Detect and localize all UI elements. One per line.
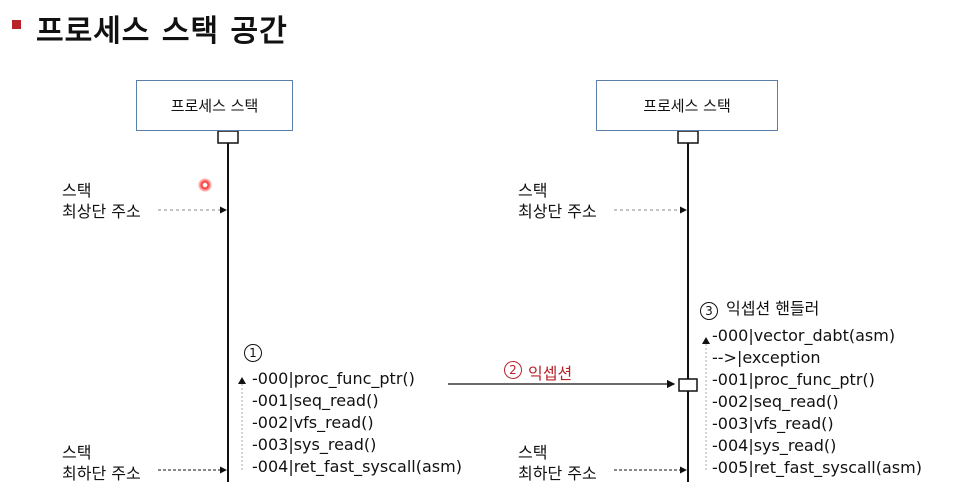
left-frame: -004|ret_fast_syscall(asm) <box>252 457 462 476</box>
left-process-stack-label: 프로세스 스택 <box>170 97 259 115</box>
laser-pointer-dot <box>198 178 212 192</box>
right-top-address-line1: 스택 <box>518 181 548 200</box>
right-frame: -002|seq_read() <box>712 392 839 411</box>
page-title: 프로세스 스택 공간 <box>36 14 288 49</box>
left-frame: -002|vfs_read() <box>252 413 374 432</box>
right-exception-frame-box <box>678 378 698 392</box>
right-call-stack: -000|vector_dabt(asm) -->|exception -001… <box>712 325 922 479</box>
right-frame: -004|sys_read() <box>712 436 837 455</box>
step-2-marker: 2 <box>504 361 522 379</box>
left-frame: -000|proc_func_ptr() <box>252 369 415 388</box>
right-bottom-address-line1: 스택 <box>518 443 548 462</box>
exception-label: 익셉션 <box>528 364 573 383</box>
step-3-marker: 3 <box>700 302 718 320</box>
title-bullet <box>12 20 21 29</box>
left-frame: -001|seq_read() <box>252 391 379 410</box>
right-frames-up-arrow <box>702 337 710 344</box>
left-top-address-line2: 최상단 주소 <box>62 202 141 221</box>
right-bottom-address-label: 스택 최하단 주소 <box>518 442 597 484</box>
right-process-stack-label: 프로세스 스택 <box>643 97 731 115</box>
right-top-address-label: 스택 최상단 주소 <box>518 180 597 222</box>
right-frame: -001|proc_func_ptr() <box>712 370 875 389</box>
right-frame: -005|ret_fast_syscall(asm) <box>712 458 922 477</box>
right-bottom-address-line2: 최하단 주소 <box>518 464 597 483</box>
left-process-stack-box: 프로세스 스택 <box>136 80 293 131</box>
left-frames-up-arrow <box>238 377 246 384</box>
right-top-address-line2: 최상단 주소 <box>518 202 597 221</box>
left-frame: -003|sys_read() <box>252 435 377 454</box>
left-top-address-line1: 스택 <box>62 181 92 200</box>
right-process-stack-box: 프로세스 스택 <box>596 80 778 131</box>
left-call-stack: -000|proc_func_ptr() -001|seq_read() -00… <box>252 368 462 478</box>
left-bottom-address-line2: 최하단 주소 <box>62 464 141 483</box>
right-stack-pointer-box <box>677 130 699 144</box>
step-1-marker: 1 <box>244 344 262 362</box>
exception-handler-label: 익셉션 핸들러 <box>726 299 820 318</box>
left-stack-pointer-box <box>217 130 239 144</box>
left-bottom-address-line1: 스택 <box>62 443 92 462</box>
left-top-address-label: 스택 최상단 주소 <box>62 180 141 222</box>
left-bottom-address-label: 스택 최하단 주소 <box>62 442 141 484</box>
right-frame: -000|vector_dabt(asm) <box>712 326 896 345</box>
right-frame: -->|exception <box>712 348 821 367</box>
right-frame: -003|vfs_read() <box>712 414 834 433</box>
